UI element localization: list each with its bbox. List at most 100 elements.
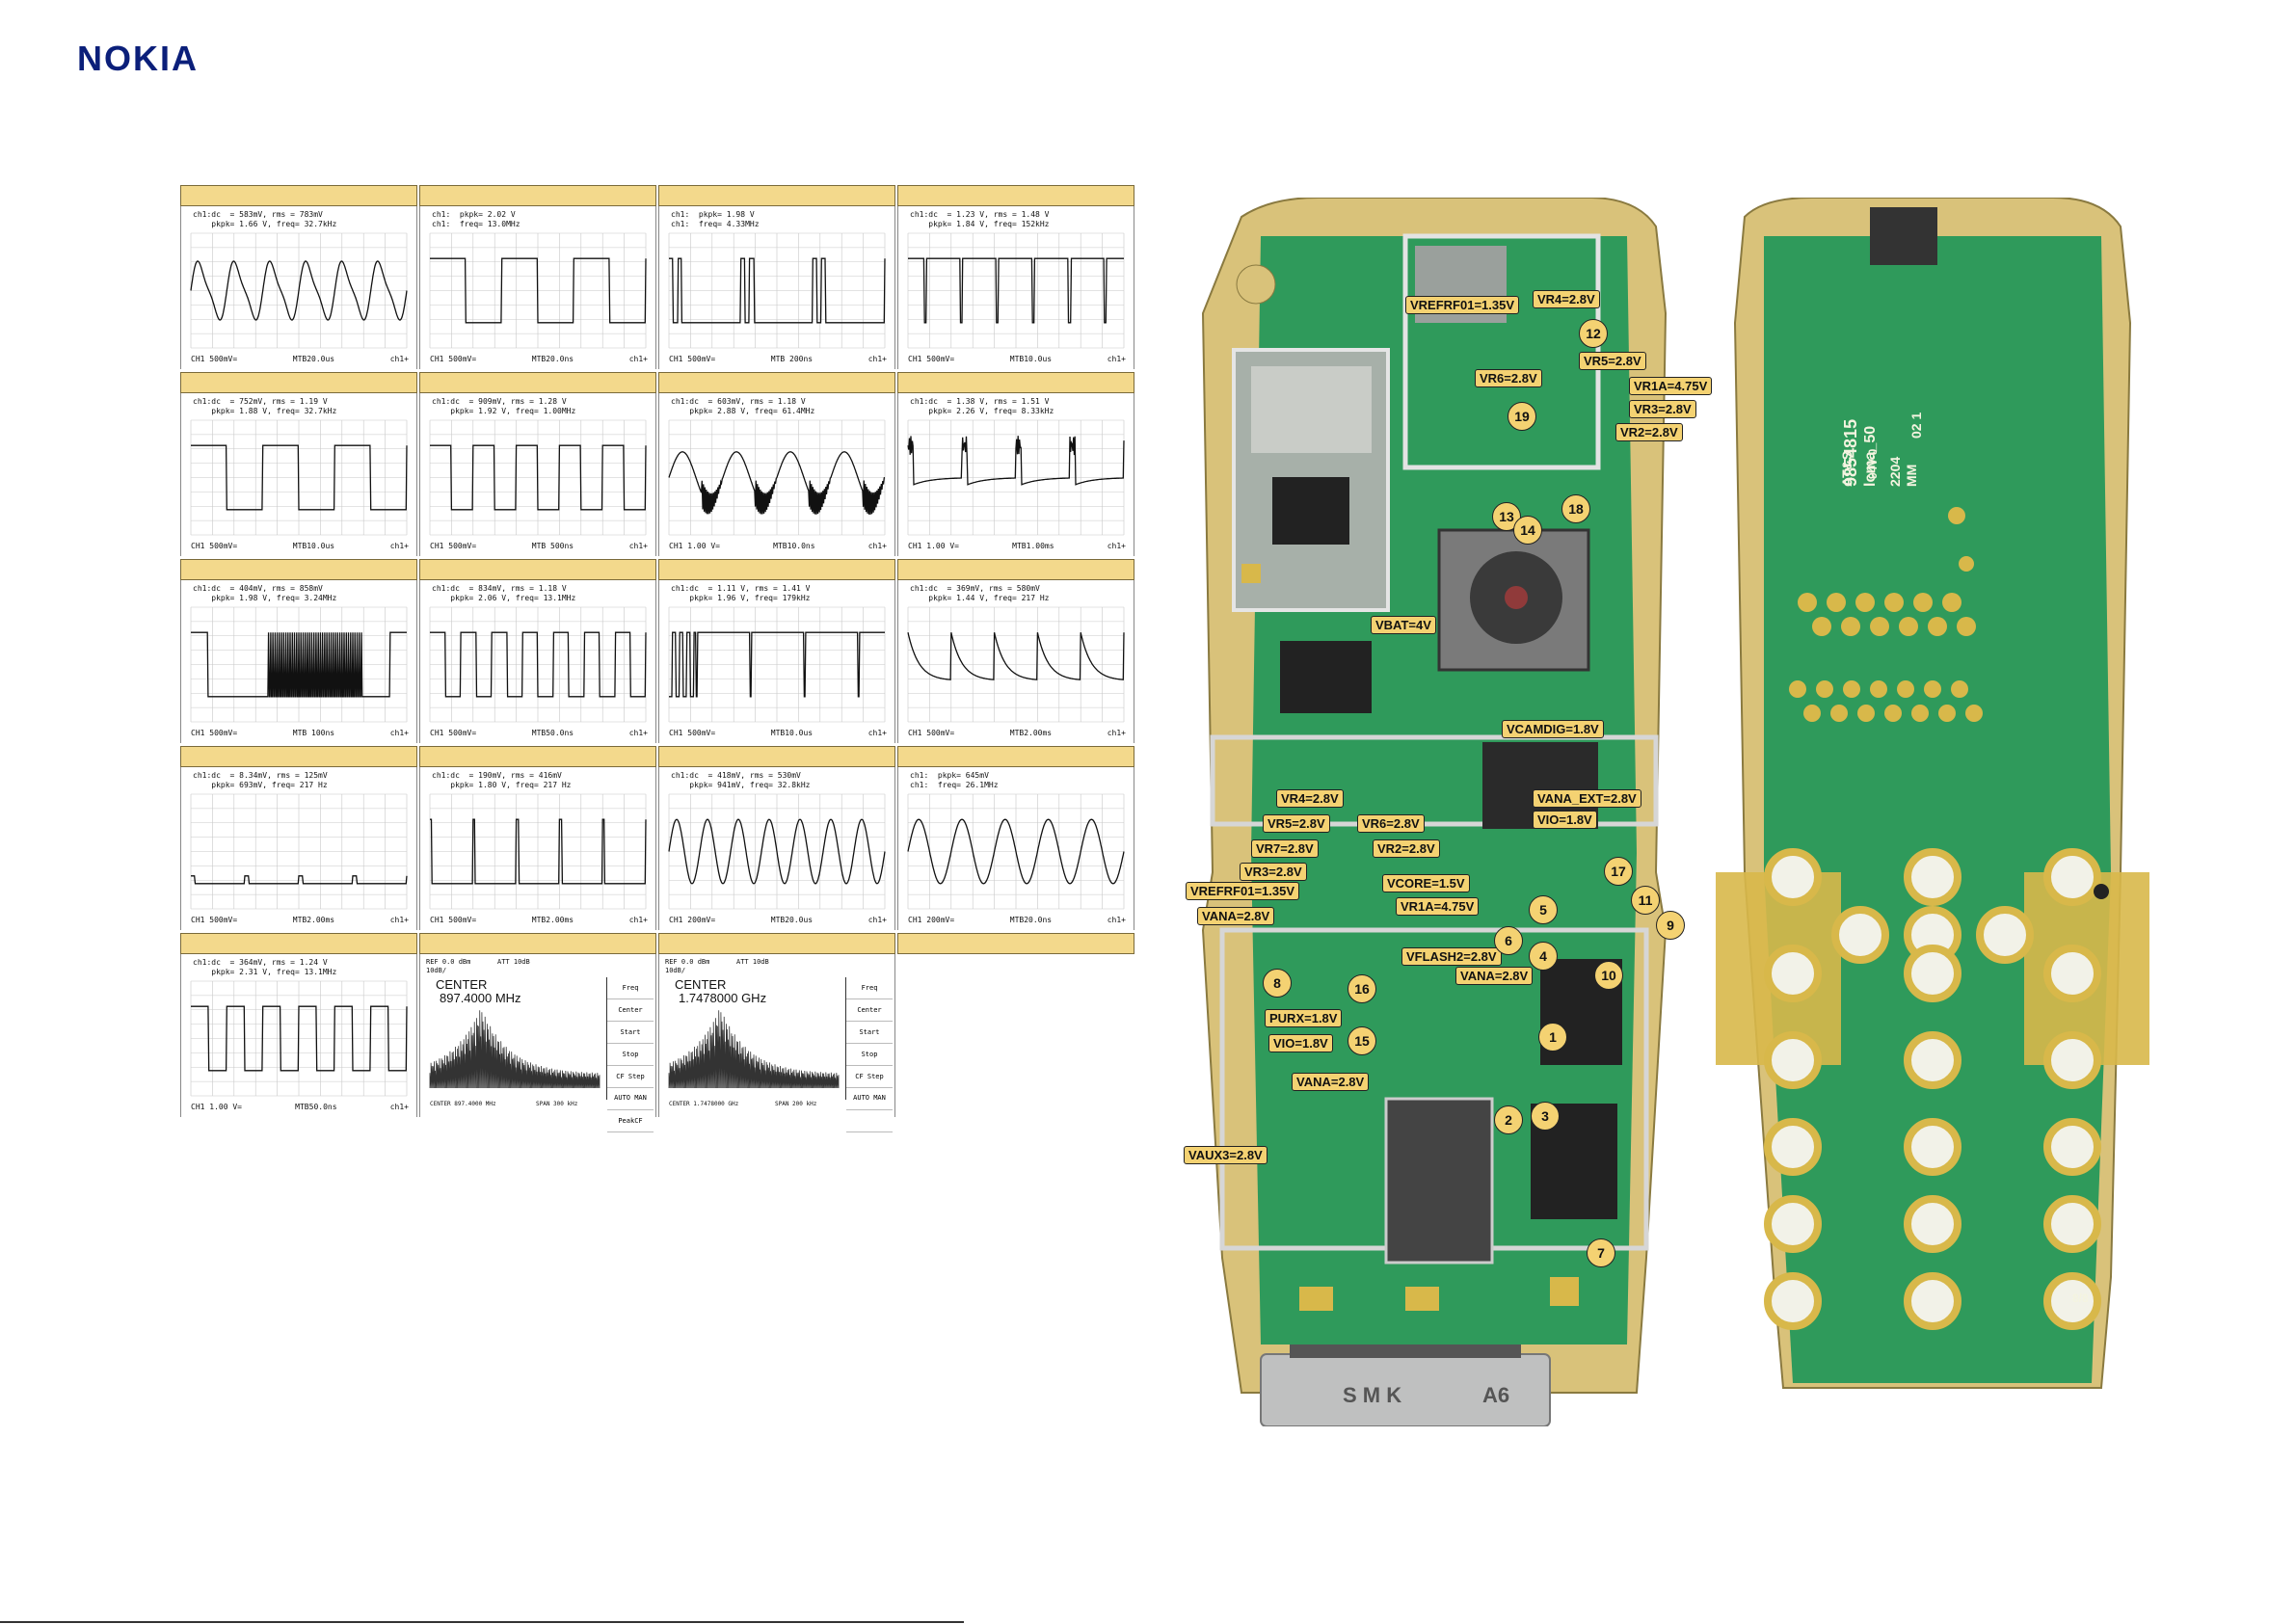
spectrum-div: 10dB/ [426, 967, 447, 974]
scope-cell: ch1:dc = 418mV, rms = 530mV pkpk= 941mV,… [658, 746, 895, 930]
keypad-pad [1831, 906, 1889, 964]
softkey[interactable]: Stop [846, 1044, 893, 1066]
keypad-pad [2043, 1195, 2101, 1253]
scope-screen: ch1:dc = 834mV, rms = 1.18 V pkpk= 2.06 … [419, 580, 656, 743]
spectrum-div: 10dB/ [665, 967, 686, 974]
keypad-pad [1904, 1031, 1961, 1089]
softkey[interactable] [846, 1110, 893, 1132]
contact-pad [1942, 593, 1961, 612]
voltage-label: VANA=2.8V [1455, 967, 1534, 985]
trigger: ch1+ [867, 729, 887, 737]
voltage-label: VR3=2.8V [1240, 863, 1307, 881]
timebase: MTB2.00ms [1009, 729, 1053, 737]
softkey[interactable]: CF Step AUTO MAN [607, 1066, 654, 1102]
readout-line-1: ch1:dc = 8.34mV, rms = 125mV [193, 771, 328, 780]
trigger: ch1+ [1107, 355, 1126, 363]
softkey[interactable] [846, 1088, 893, 1110]
cell-header [419, 185, 656, 206]
timebase: MTB 200ns [770, 355, 814, 363]
trigger: ch1+ [389, 1103, 409, 1111]
softkey[interactable]: Freq [846, 977, 893, 999]
voltage-label: VCORE=1.5V [1382, 874, 1470, 892]
softkey[interactable]: Freq [607, 977, 654, 999]
measurement-point-marker: 7 [1587, 1238, 1615, 1267]
scope-screen: ch1:dc = 1.11 V, rms = 1.41 V pkpk= 1.96… [658, 580, 895, 743]
measurement-point-marker: 2 [1494, 1105, 1523, 1134]
timebase: MTB10.0us [292, 542, 335, 550]
readout-line-1: ch1:dc = 1.23 V, rms = 1.48 V [910, 210, 1050, 219]
voltage-label: VBAT=4V [1371, 616, 1436, 634]
scope-cell: ch1:dc = 834mV, rms = 1.18 V pkpk= 2.06 … [419, 559, 656, 743]
cell-header [897, 185, 1134, 206]
waveform-trace [191, 444, 408, 511]
spectrum-ref: REF 0.0 dBm [665, 958, 710, 966]
timebase: MTB10.0ns [773, 542, 815, 550]
back-mm: MM [1904, 464, 1919, 487]
voltage-label: VR2=2.8V [1615, 423, 1683, 441]
cell-header [180, 372, 417, 393]
cell-header [180, 746, 417, 767]
scope-plot [429, 793, 647, 910]
timebase: MTB2.00ms [292, 916, 335, 924]
softkey[interactable]: Start [846, 1022, 893, 1044]
waveform-trace [430, 818, 647, 885]
softkey[interactable]: PeakCF [607, 1110, 654, 1132]
softkey[interactable] [607, 1088, 654, 1110]
timebase: MTB1.00ms [1012, 542, 1054, 550]
voltage-label: VIO=1.8V [1533, 811, 1597, 829]
scope-plot [190, 980, 408, 1097]
back-date: 2204 [1887, 456, 1903, 487]
voltage-label: VR5=2.8V [1579, 352, 1646, 370]
cell-header [419, 372, 656, 393]
keypad-pad [1764, 945, 1822, 1002]
scope-readout: ch1:dc = 583mV, rms = 783mV pkpk= 1.66 V… [193, 210, 336, 229]
voltage-label: VANA_EXT=2.8V [1533, 789, 1641, 808]
voltage-label: VR4=2.8V [1533, 290, 1600, 308]
scope-screen: ch1:dc = 909mV, rms = 1.28 V pkpk= 1.92 … [419, 393, 656, 556]
softkey[interactable]: Start [607, 1022, 654, 1044]
waveform-trace [430, 444, 647, 511]
back-rating: 94V-0 [1866, 448, 1880, 479]
scope-plot [907, 419, 1125, 536]
voltage-label: VR5=2.8V [1263, 814, 1330, 833]
cell-header [658, 933, 895, 954]
pcb-back-drawing [1716, 197, 2149, 1389]
cell-header [180, 559, 417, 580]
measurement-point-marker: 8 [1263, 969, 1292, 998]
voltage-label: PURX=1.8V [1265, 1009, 1343, 1027]
trigger: ch1+ [1107, 729, 1126, 737]
empty-cell [897, 933, 1134, 954]
spectrum-center-label: CENTER [675, 977, 727, 992]
scope-screen: ch1:dc = 1.23 V, rms = 1.48 V pkpk= 1.84… [897, 206, 1134, 369]
scope-plot [668, 793, 886, 910]
scope-cell: ch1:dc = 603mV, rms = 1.18 V pkpk= 2.88 … [658, 372, 895, 556]
readout-line-1: ch1:dc = 364mV, rms = 1.24 V [193, 958, 328, 967]
waveform-trace [668, 818, 886, 885]
softkey[interactable]: CF Step AUTO MAN [846, 1066, 893, 1102]
cell-header [658, 559, 895, 580]
scope-readout: ch1:dc = 8.34mV, rms = 125mV pkpk= 693mV… [193, 771, 328, 790]
channel-scale: CH1 500mV= [908, 355, 955, 363]
keypad-pad [2043, 1272, 2101, 1330]
softkey[interactable]: Center [846, 999, 893, 1022]
timebase: MTB50.0ns [531, 729, 574, 737]
contact-pad [1870, 680, 1887, 698]
waveform-trace [191, 875, 408, 885]
scope-plot [190, 419, 408, 536]
softkey[interactable]: Stop [607, 1044, 654, 1066]
contact-pad [1899, 617, 1918, 636]
cell-header [658, 185, 895, 206]
readout-line-2: pkpk= 941mV, freq= 32.8kHz [671, 781, 811, 789]
readout-line-1: ch1:dc = 909mV, rms = 1.28 V [432, 397, 567, 406]
timebase: MTB10.0us [1009, 355, 1053, 363]
readout-line-1: ch1:dc = 1.38 V, rms = 1.51 V [910, 397, 1050, 406]
waveform-trace [190, 260, 408, 321]
scope-readout: ch1:dc = 364mV, rms = 1.24 V pkpk= 2.31 … [193, 958, 336, 977]
keypad-pad [1904, 1118, 1961, 1176]
page-bottom-rule [0, 1621, 964, 1623]
softkey[interactable]: Center [607, 999, 654, 1022]
back-mfr: AT&S [1839, 450, 1855, 487]
